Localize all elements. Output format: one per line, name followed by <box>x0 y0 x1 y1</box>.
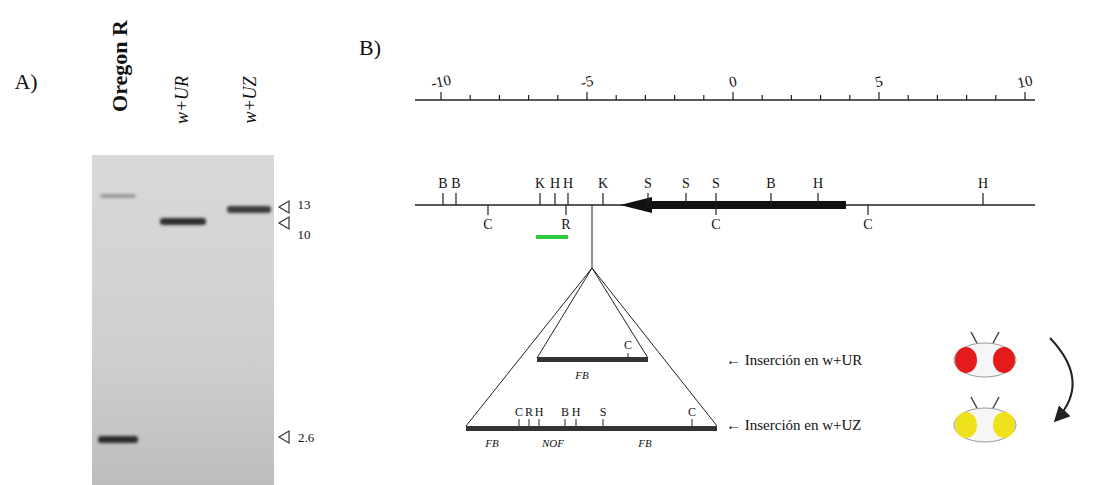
scale-ticks <box>441 92 1025 100</box>
gel-image <box>92 155 274 485</box>
scale-number: 10 <box>1016 73 1034 91</box>
restriction-site: H <box>572 406 581 418</box>
restriction-site: H <box>813 177 823 191</box>
restriction-site: C <box>624 339 632 351</box>
restriction-site: C <box>483 218 492 232</box>
size-marker-triangle <box>279 201 289 443</box>
gene-arrow <box>650 201 846 209</box>
scale-tick <box>586 92 587 100</box>
restriction-site: H <box>563 177 573 191</box>
element-name: NOF <box>542 438 564 449</box>
restriction-site: H <box>978 177 988 191</box>
scale-tick <box>499 95 500 100</box>
restriction-site: B <box>561 406 569 418</box>
size-marker: 13 <box>298 198 311 211</box>
panel-label: B) <box>359 37 381 59</box>
gene-arrowhead <box>620 197 652 213</box>
restriction-site: C <box>515 406 523 418</box>
probe-bar <box>536 235 568 239</box>
restriction-site: R <box>561 218 570 232</box>
insertion-bar <box>537 357 648 362</box>
scale-tick <box>616 95 617 100</box>
insertion-lines <box>466 205 717 426</box>
scale-tick <box>1024 92 1025 100</box>
scale-tick <box>966 95 967 100</box>
gel-band <box>98 436 138 443</box>
size-marker: 2.6 <box>298 431 314 444</box>
element-name: FB <box>575 370 588 381</box>
restriction-site: H <box>535 406 544 418</box>
size-marker: 10 <box>298 228 311 241</box>
lane-label: w+UR <box>173 76 191 124</box>
scale-tick <box>528 95 529 100</box>
scale-tick <box>937 95 938 100</box>
scale-number: 0 <box>728 74 738 90</box>
restriction-site: S <box>600 406 607 418</box>
scale-number: -10 <box>430 73 453 92</box>
scale-tick <box>908 95 909 100</box>
insertion-note: ← Inserción en w+UR <box>726 353 862 368</box>
fly-head-red <box>954 332 1016 377</box>
restriction-site: R <box>525 406 533 418</box>
scale-tick <box>703 95 704 100</box>
scale-tick <box>557 95 558 100</box>
scale-tick <box>645 95 646 100</box>
restriction-site: B <box>438 177 447 191</box>
insertion-note: ← Inserción en w+UZ <box>726 418 862 433</box>
restriction-site: C <box>863 218 872 232</box>
scale-tick <box>791 95 792 100</box>
change-arrow <box>1050 338 1073 420</box>
restriction-site: B <box>451 177 460 191</box>
scale-number: 5 <box>874 74 884 90</box>
scale-tick <box>820 95 821 100</box>
lane-label: Oregon R <box>109 20 131 112</box>
gel-band <box>160 218 206 225</box>
restriction-site: K <box>535 177 545 191</box>
insertion-site-ticks <box>519 353 692 426</box>
restriction-site: H <box>550 177 560 191</box>
scale-tick <box>674 95 675 100</box>
scale-number: -5 <box>579 73 594 90</box>
site-ticks <box>443 193 983 215</box>
lane-label: w+UZ <box>241 76 259 123</box>
scale-tick <box>470 95 471 100</box>
scale-tick <box>732 92 733 100</box>
element-name: FB <box>638 438 651 449</box>
fly-head-yellow <box>954 397 1016 442</box>
restriction-site: S <box>682 177 690 191</box>
element-name: FB <box>485 438 498 449</box>
restriction-site: B <box>766 177 775 191</box>
restriction-site: C <box>688 406 696 418</box>
restriction-site: S <box>644 177 652 191</box>
gel-band <box>227 206 271 213</box>
scale-tick <box>440 92 441 100</box>
scale-tick <box>849 95 850 100</box>
insertion-bar <box>466 426 717 431</box>
gel-band <box>100 194 136 198</box>
scale-axis <box>415 99 1035 101</box>
scale-tick <box>995 95 996 100</box>
panel-label: A) <box>14 71 37 93</box>
restriction-site: K <box>598 177 608 191</box>
restriction-site: C <box>711 218 720 232</box>
scale-tick <box>878 92 879 100</box>
scale-tick <box>762 95 763 100</box>
restriction-site: S <box>712 177 720 191</box>
